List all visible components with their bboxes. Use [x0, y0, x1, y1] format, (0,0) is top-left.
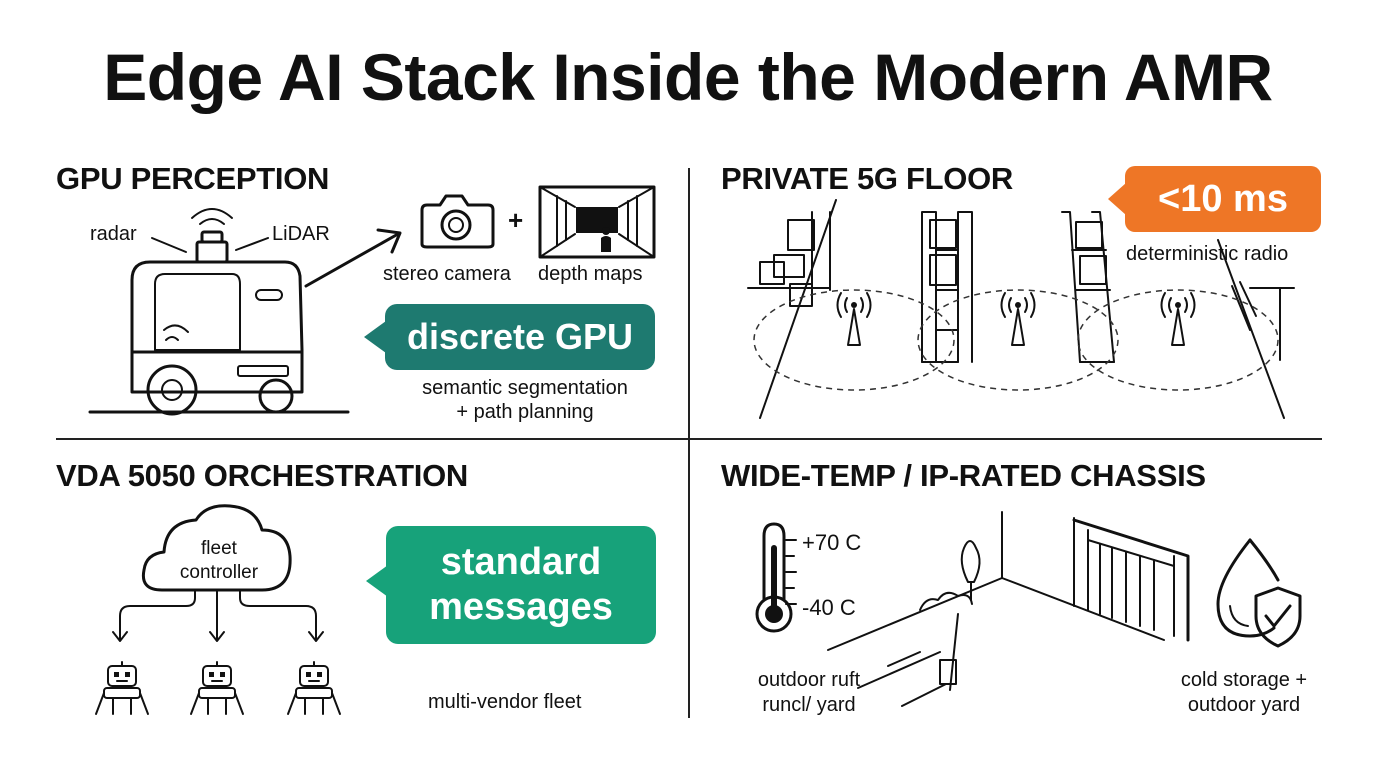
radar-label: radar: [90, 223, 137, 245]
cloud-label-line1: fleet: [201, 538, 237, 559]
page-title: Edge AI Stack Inside the Modern AMR: [103, 40, 1273, 114]
private-5g-heading: PRIVATE 5G FLOOR: [721, 161, 1014, 196]
multi-vendor-label: multi-vendor fleet: [428, 691, 582, 713]
latency-badge-pointer: [1108, 183, 1126, 215]
depth-maps-label: depth maps: [538, 263, 643, 285]
cloud-label-line2: controller: [179, 562, 259, 583]
outdoor-label-line2: runcl/ yard: [762, 694, 856, 716]
temp-high-label: +70 C: [802, 530, 862, 555]
temp-low-label: -40 C: [802, 595, 856, 620]
chassis-heading: WIDE-TEMP / IP-RATED CHASSIS: [721, 458, 1206, 493]
standard-messages-badge: standard messages: [386, 526, 656, 644]
gpu-caption-line1: semantic segmentation: [422, 377, 628, 399]
gpu-caption-line2: + path planning: [456, 401, 594, 423]
messages-badge-line2: messages: [429, 586, 613, 628]
gpu-badge-pointer: [364, 321, 386, 353]
gpu-perception-heading: GPU PERCEPTION: [56, 161, 330, 196]
latency-badge: <10 ms: [1125, 166, 1321, 232]
lidar-label: LiDAR: [272, 223, 330, 245]
plus-sign: +: [508, 205, 524, 235]
outdoor-label-line1: outdoor ruft: [757, 669, 861, 691]
cold-storage-line2: outdoor yard: [1187, 694, 1301, 716]
cold-storage-line1: cold storage +: [1180, 669, 1308, 691]
deterministic-radio-label: deterministic radio: [1126, 243, 1289, 265]
stereo-camera-label: stereo camera: [383, 263, 511, 285]
messages-badge-line1: standard: [440, 541, 602, 584]
vda-heading: VDA 5050 ORCHESTRATION: [56, 458, 468, 493]
messages-badge-pointer: [366, 565, 388, 597]
discrete-gpu-badge: discrete GPU: [385, 304, 655, 370]
